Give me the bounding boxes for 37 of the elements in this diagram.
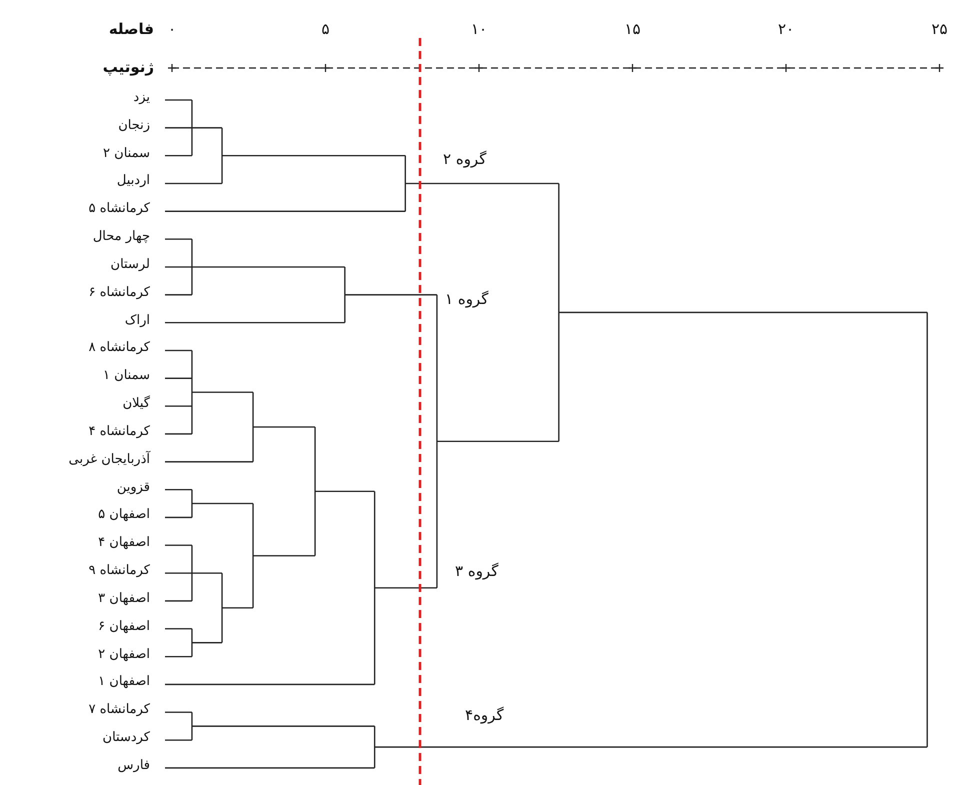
axis-tick-label: ۵ [321, 20, 330, 38]
group-label: گروه ۱ [445, 290, 488, 308]
genotype-label: کرمانشاه ۷ [88, 702, 150, 718]
genotype-label: اصفهان ۶ [98, 618, 150, 634]
genotype-label: لرستان [110, 256, 150, 273]
genotype-label: کردستان [102, 730, 150, 746]
axis-tick-label: ۱۵ [624, 20, 641, 38]
genotype-label: آذربایجان غربی [68, 452, 150, 468]
axis-tick-label: ۱۰ [470, 20, 488, 38]
genotype-label: اردبیل [116, 173, 150, 190]
genotype-label: کرمانشاه ۵ [88, 201, 150, 217]
genotype-label: اصفهان ۳ [98, 590, 150, 607]
genotype-label: کرمانشاه ۴ [88, 424, 150, 440]
genotype-label: چهار محال [92, 229, 150, 245]
genotype-label: یزد [133, 90, 150, 106]
genotype-label: زنجان [118, 118, 150, 134]
genotype-label: گیلان [122, 396, 150, 412]
group-label: گروه۴ [465, 706, 504, 724]
genotype-label: کرمانشاه ۶ [88, 284, 150, 300]
genotype-label: فارس [118, 758, 150, 774]
axis-tick-label: ۲۰ [778, 20, 794, 38]
axis-tick-label: ۲۵ [931, 20, 948, 38]
group-label: گروه ۲ [443, 150, 486, 168]
genotype-label: اراک [124, 312, 150, 328]
genotype-label: اصفهان ۴ [98, 535, 150, 551]
genotype-label: اصفهان ۵ [98, 507, 150, 524]
genotype-label: اصفهان ۱ [98, 674, 150, 690]
genotype-label: اصفهان ۲ [98, 646, 150, 662]
axis-tick-label: ۰ [168, 20, 176, 38]
axis-title: فاصله [108, 20, 154, 38]
genotype-label: قزوین [116, 480, 150, 496]
group-label: گروه ۳ [455, 562, 498, 580]
genotype-label: کرمانشاه ۹ [88, 563, 150, 579]
genotype-label: کرمانشاه ۸ [88, 340, 150, 356]
genotype-label: سمنان ۱ [103, 368, 150, 384]
axis-title: ژنوتیپ [102, 58, 154, 76]
genotype-label: سمنان ۲ [103, 146, 150, 162]
